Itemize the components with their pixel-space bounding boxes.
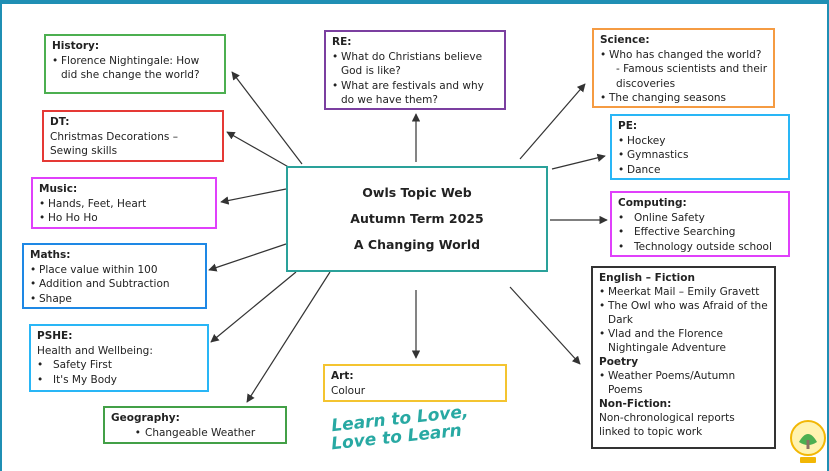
maths-item: Place value within 100 (30, 263, 199, 278)
term-title: Autumn Term 2025 (350, 211, 484, 226)
pshe-text: Health and Wellbeing: (37, 344, 153, 357)
science-heading: Science: (600, 34, 650, 46)
computing-box: Computing: Online Safety Effective Searc… (610, 191, 790, 257)
geography-item: Changeable Weather (111, 426, 279, 441)
english-poetry-item: Weather Poems/Autumn Poems (599, 369, 768, 397)
music-item: Hands, Feet, Heart (39, 197, 209, 212)
arrow-to-music (220, 188, 287, 205)
connector-arrows (208, 71, 608, 403)
arrow-to-science (519, 83, 586, 160)
pe-item: Gymnastics (618, 148, 782, 163)
history-heading: History: (52, 40, 100, 52)
re-heading: RE: (332, 36, 352, 48)
arrow-to-history (231, 71, 303, 165)
art-text: Colour (331, 384, 366, 397)
re-item: What do Christians believe God is like? (332, 50, 498, 79)
science-subitem: - Famous scientists and their discoverie… (616, 63, 768, 90)
computing-item: Online Safety (618, 211, 782, 226)
english-nonfiction-heading: Non-Fiction: (599, 398, 672, 410)
music-box: Music: Hands, Feet, Heart Ho Ho Ho (31, 177, 217, 229)
english-nonfiction-text: Non-chronological reports linked to topi… (599, 412, 735, 438)
geography-heading: Geography: (111, 412, 180, 424)
dt-heading: DT: (50, 116, 70, 128)
maths-item: Addition and Subtraction (30, 277, 199, 292)
class-title: Owls Topic Web (362, 185, 472, 200)
topic-web-title-box: Owls Topic Web Autumn Term 2025 A Changi… (286, 166, 548, 272)
re-box: RE: What do Christians believe God is li… (324, 30, 506, 110)
art-heading: Art: (331, 370, 354, 382)
arrow-to-pe (551, 153, 606, 170)
dt-text: Christmas Decorations – Sewing skills (50, 130, 178, 158)
arrow-to-pshe (210, 271, 297, 343)
music-heading: Music: (39, 183, 78, 195)
pe-heading: PE: (618, 120, 638, 132)
geography-box: Geography: Changeable Weather (103, 406, 287, 444)
history-item: Florence Nightingale: How did she change… (52, 54, 218, 83)
pe-item: Hockey (618, 134, 782, 149)
history-box: History: Florence Nightingale: How did s… (44, 34, 226, 94)
music-item: Ho Ho Ho (39, 211, 209, 226)
re-item: What are festivals and why do we have th… (332, 79, 498, 108)
school-logo (790, 420, 826, 463)
computing-heading: Computing: (618, 197, 687, 209)
science-box: Science: Who has changed the world? - Fa… (592, 28, 775, 108)
english-fiction-heading: English – Fiction (599, 272, 695, 284)
arrow-to-maths (208, 243, 287, 272)
english-poetry-heading: Poetry (599, 356, 639, 368)
pe-item: Dance (618, 163, 782, 178)
arrow-to-dt (226, 131, 293, 170)
pshe-item: Safety First (37, 358, 201, 373)
pe-box: PE: Hockey Gymnastics Dance (610, 114, 790, 180)
english-fiction-item: Vlad and the Florence Nightingale Advent… (599, 327, 768, 355)
science-item: Who has changed the world? (600, 48, 767, 63)
english-fiction-item: Meerkat Mail – Emily Gravett (599, 285, 768, 299)
pshe-item: It's My Body (37, 373, 201, 388)
arrow-to-english (509, 286, 581, 365)
pshe-box: PSHE: Health and Wellbeing: Safety First… (29, 324, 209, 392)
maths-item: Shape (30, 292, 199, 307)
arrow-to-geography (246, 271, 331, 403)
pshe-heading: PSHE: (37, 330, 73, 342)
maths-heading: Maths: (30, 249, 71, 261)
science-item: The changing seasons (600, 91, 767, 106)
computing-item: Technology outside school (618, 240, 782, 255)
topic-title: A Changing World (353, 237, 481, 252)
computing-item: Effective Searching (618, 225, 782, 240)
english-box: English – Fiction Meerkat Mail – Emily G… (591, 266, 776, 449)
art-box: Art: Colour (323, 364, 507, 402)
english-fiction-item: The Owl who was Afraid of the Dark (599, 299, 768, 327)
dt-box: DT: Christmas Decorations – Sewing skill… (42, 110, 224, 162)
maths-box: Maths: Place value within 100 Addition a… (22, 243, 207, 309)
